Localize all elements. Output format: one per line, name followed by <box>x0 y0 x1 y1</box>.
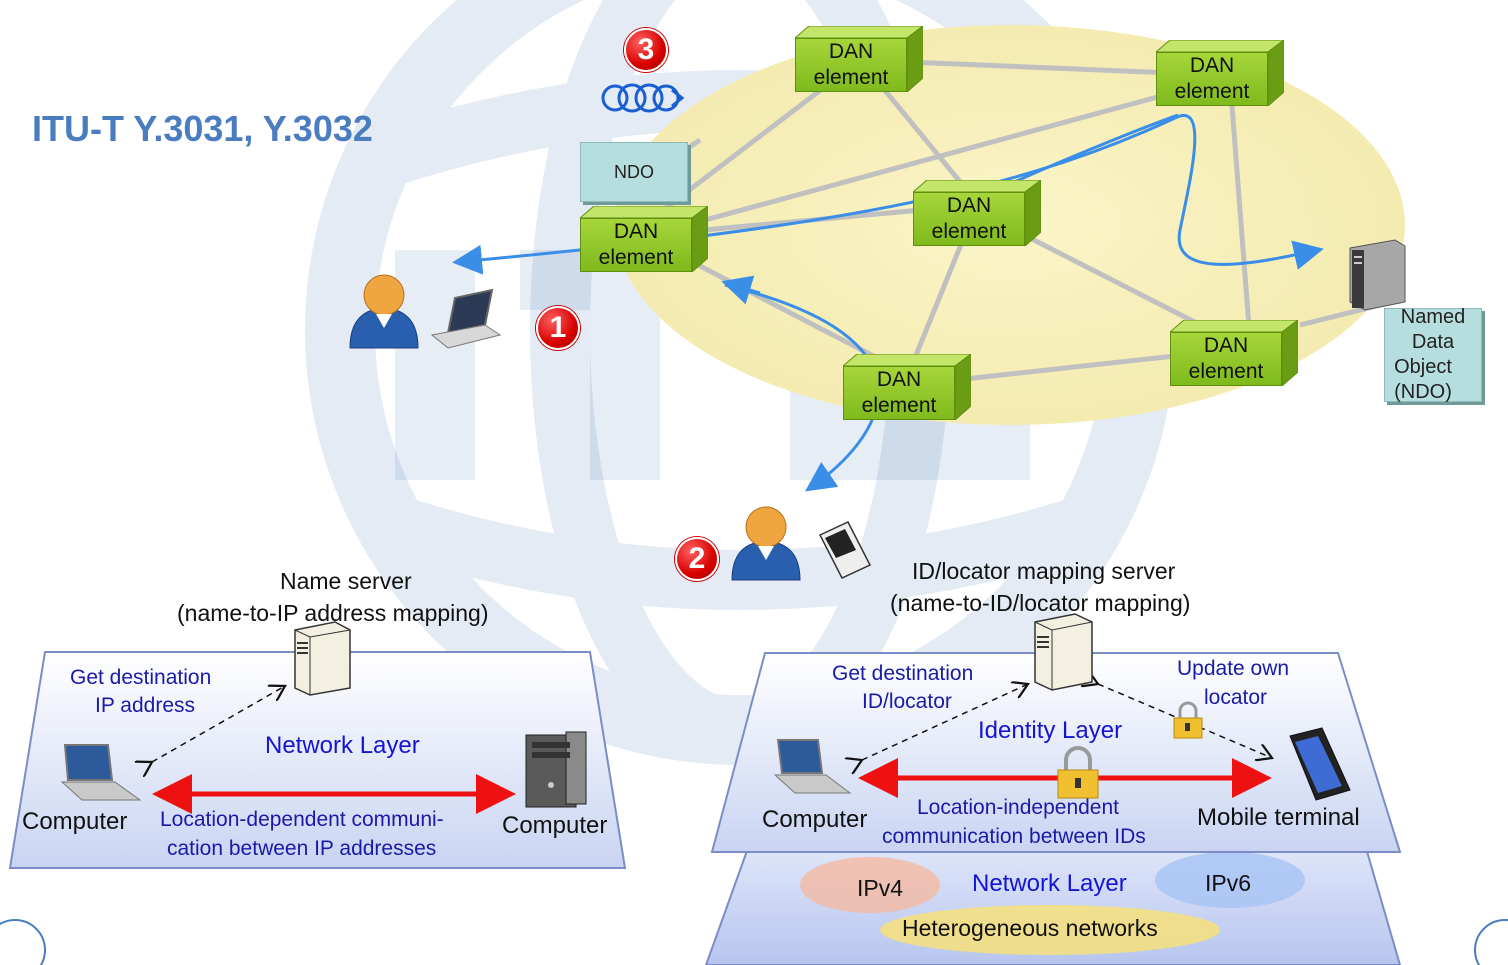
name-server-title: Name server <box>280 568 412 594</box>
right-dashed-arrow-get <box>862 684 1028 760</box>
ipv4-label: IPv4 <box>857 875 904 901</box>
left-network-layer-label: Network Layer <box>265 732 420 759</box>
id-server-title: ID/locator mapping server <box>912 558 1176 584</box>
left-comm-line1: Location-dependent communi- <box>160 808 444 831</box>
dan-label-line1: DAN <box>1189 53 1235 77</box>
dan-label: DAN element <box>1170 332 1282 386</box>
hetero-cloud <box>880 905 1220 955</box>
ipv4-cloud <box>800 857 940 913</box>
right-get-dest-line1: Get destination <box>832 662 974 685</box>
dan-label-line1: DAN <box>828 39 874 63</box>
page-title: ITU-T Y.3031, Y.3032 <box>32 108 373 149</box>
left-dashed-arrow <box>152 686 285 762</box>
dan-element-5: DAN element <box>1170 320 1298 386</box>
dan-label-line1: DAN <box>613 219 659 243</box>
laptop-icon-right-panel <box>773 739 852 794</box>
left-get-dest-line2: IP address <box>95 694 196 717</box>
corner-logo-right <box>1474 919 1508 965</box>
ndo-server-icon <box>1349 239 1406 311</box>
feature-phone-icon <box>818 521 872 579</box>
right-comm-line1: Location-independent <box>917 796 1120 819</box>
dan-label-line2: element <box>861 394 937 417</box>
lock-icon-update <box>1173 701 1203 739</box>
dan-front <box>795 38 907 92</box>
dan-label-line2: element <box>1188 360 1264 383</box>
mobile-terminal-label: Mobile terminal <box>1197 804 1360 831</box>
dan-element-6: DAN element <box>843 354 971 420</box>
step-badge-2: 2 <box>675 537 719 581</box>
dan-element-3: DAN element <box>913 180 1041 246</box>
dan-label: DAN element <box>1156 52 1268 106</box>
dan-label: DAN element <box>913 192 1025 246</box>
dan-cube-shape <box>843 354 971 420</box>
update-locator-line2: locator <box>1204 686 1268 709</box>
user-avatar-2 <box>731 506 801 581</box>
desktop-computer-icon <box>525 731 587 808</box>
dan-element-2: DAN element <box>1156 40 1284 106</box>
left-computer-label: Computer <box>22 808 128 835</box>
right-computer-label: Computer <box>502 812 608 839</box>
dan-cube-shape <box>580 206 708 272</box>
id-server-subtitle: (name-to-ID/locator mapping) <box>890 590 1191 616</box>
ndo-line1: Named <box>1400 306 1466 328</box>
right-get-dest-line2: ID/locator <box>862 690 952 713</box>
dan-label-line2: element <box>931 220 1007 243</box>
dan-label-line1: DAN <box>876 367 922 391</box>
right-panel-computer-label: Computer <box>762 806 868 833</box>
right-dashed-arrow-update <box>1098 684 1272 758</box>
step-badge-3: 3 <box>624 28 668 72</box>
ipv6-label: IPv6 <box>1205 870 1252 896</box>
named-data-object-box: Named Data Object (NDO) <box>1384 306 1482 403</box>
identity-layer-label: Identity Layer <box>978 717 1123 744</box>
dan-front <box>580 218 692 272</box>
dan-cube-shape <box>795 26 923 92</box>
mobile-terminal-icon <box>1289 727 1351 801</box>
id-locator-server-icon <box>1034 613 1093 691</box>
right-comm-line2: communication between IDs <box>882 825 1146 848</box>
dan-front <box>1170 332 1282 386</box>
dan-label-line2: element <box>598 246 674 269</box>
ndo-line3: Object (NDO) <box>1394 356 1452 403</box>
ndo-small-label: NDO <box>614 161 654 182</box>
dan-front <box>1156 52 1268 106</box>
dan-label-line2: element <box>1174 80 1250 103</box>
dan-label: DAN element <box>580 218 692 272</box>
lock-icon-center <box>1057 746 1099 799</box>
update-locator-line1: Update own <box>1177 657 1290 680</box>
dan-front <box>913 192 1025 246</box>
corner-logo-left <box>0 919 46 965</box>
ndo-line2: Data <box>1411 331 1455 353</box>
dan-label-line2: element <box>813 66 889 89</box>
step-badge-1: 1 <box>536 306 580 350</box>
name-server-icon <box>294 621 351 696</box>
streaming-icon <box>601 83 685 113</box>
laptop-icon-user1 <box>430 288 502 349</box>
dan-front <box>843 366 955 420</box>
dan-label: DAN element <box>795 38 907 92</box>
dan-label-line1: DAN <box>1203 333 1249 357</box>
laptop-icon-left-panel <box>60 744 142 801</box>
user-avatar-1 <box>349 274 419 349</box>
dan-element-1: DAN element <box>795 26 923 92</box>
heterogeneous-networks-label: Heterogeneous networks <box>902 915 1158 941</box>
left-get-dest-line1: Get destination <box>70 666 212 689</box>
left-comm-line2: cation between IP addresses <box>167 837 437 860</box>
right-network-layer-label: Network Layer <box>972 870 1127 897</box>
dan-element-4: DAN element <box>580 206 708 272</box>
name-server-subtitle: (name-to-IP address mapping) <box>177 600 489 626</box>
ndo-small-box: NDO <box>580 142 688 202</box>
ipv6-cloud <box>1155 852 1305 908</box>
dan-label: DAN element <box>843 366 955 420</box>
dan-label-line1: DAN <box>946 193 992 217</box>
